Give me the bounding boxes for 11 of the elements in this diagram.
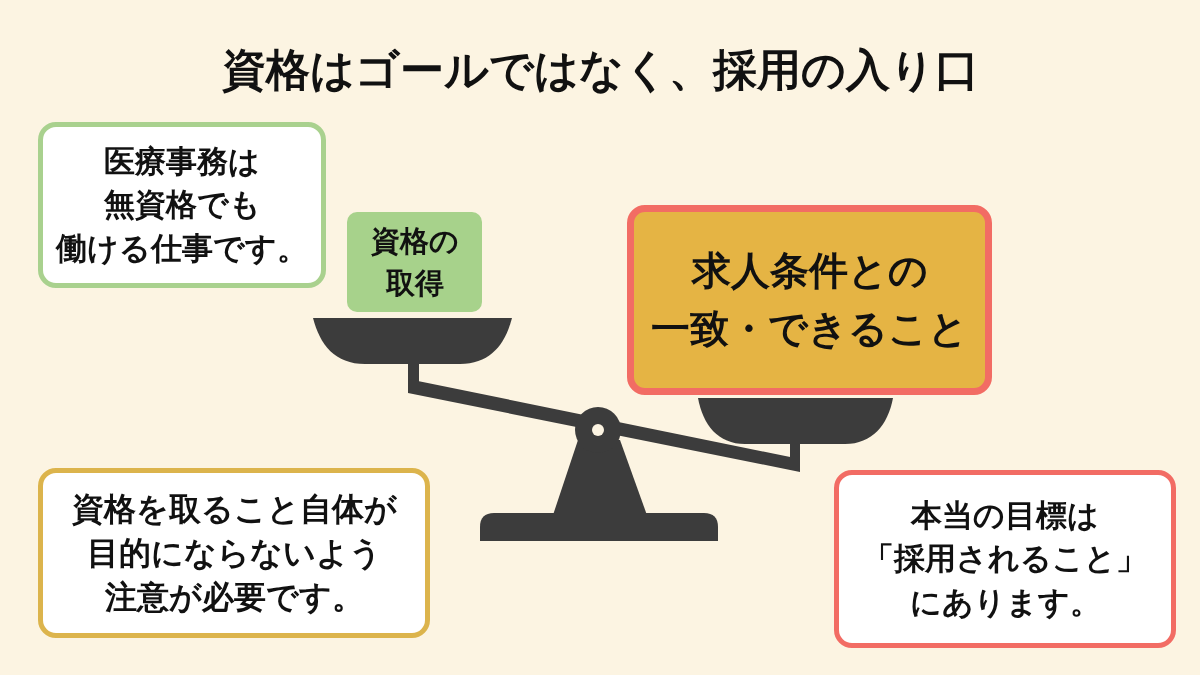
note-card xyxy=(38,468,430,638)
pan-weight-card xyxy=(347,212,482,312)
card-text: 医療事務は無資格でも働ける仕事です。 xyxy=(56,141,308,268)
card-text: 求人条件との一致・できること xyxy=(651,246,968,353)
diagram-title: 資格はゴールではなく、採用の入り口 xyxy=(221,44,979,97)
note-card xyxy=(38,122,326,288)
pan-weight-card xyxy=(627,205,992,395)
card-text: 本当の目標は「採用されること」にあります。 xyxy=(863,495,1147,622)
card-text: 資格を取ること自体が目的にならないよう注意が必要です。 xyxy=(71,488,397,619)
note-card xyxy=(834,470,1176,648)
card-text: 資格の取得 xyxy=(370,222,459,302)
